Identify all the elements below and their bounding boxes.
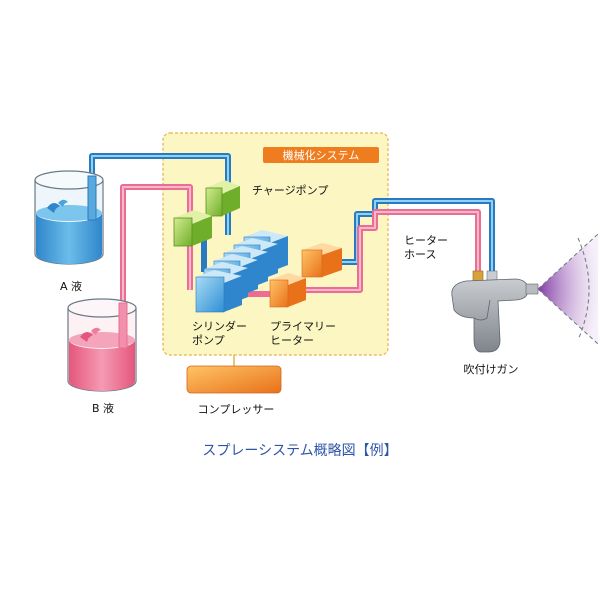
primary-heater-lower (269, 273, 306, 308)
cylinder-pump (195, 230, 288, 313)
compressor (186, 365, 282, 394)
tank-a (34, 170, 104, 265)
liquid-b-label: B 液 (92, 401, 114, 415)
cylinder-pump-label-line2: ポンプ (192, 334, 225, 347)
spray-gun (451, 270, 539, 353)
charge-pump-lower (173, 210, 212, 247)
compressor-label: コンプレッサー (198, 403, 275, 416)
primary-heater-label-line2: ヒーター (270, 334, 314, 347)
primary-heater-upper (301, 243, 342, 278)
primary-heater-label-line1: プライマリー (270, 320, 336, 333)
heater-hose-label-line2: ホース (404, 248, 436, 261)
tank-b (67, 298, 137, 392)
spray-mist (537, 233, 599, 345)
charge-pump-label: チャージポンプ (252, 184, 328, 197)
diagram-caption: スプレーシステム概略図【例】 (202, 443, 397, 459)
cylinder-pump-label-line1: シリンダー (192, 319, 247, 333)
heater-hose-label-line1: ヒーター (404, 234, 448, 247)
charge-pump-upper (205, 180, 240, 217)
spray-gun-label: 吹付けガン (464, 363, 519, 376)
system-badge (263, 147, 379, 163)
system-badge-label: 機械化システム (283, 148, 360, 162)
liquid-a-label: A 液 (60, 279, 82, 293)
